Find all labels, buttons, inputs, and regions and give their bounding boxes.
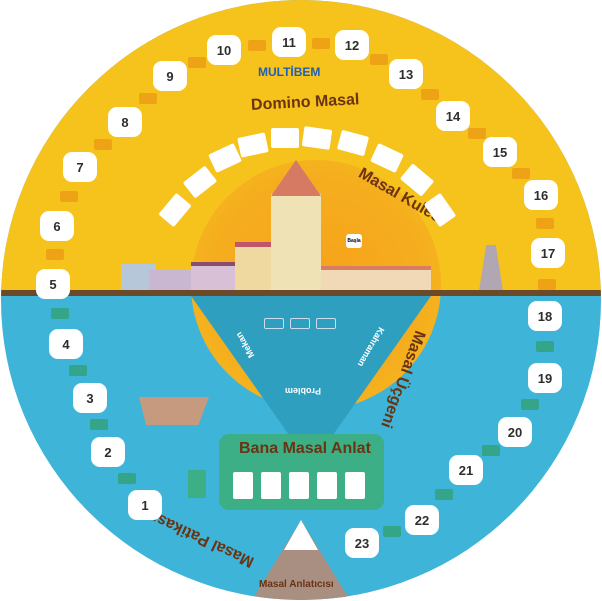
- card-slot[interactable]: [289, 472, 309, 499]
- domino-slot[interactable]: [301, 126, 333, 150]
- board-space-18[interactable]: 18: [530, 303, 560, 329]
- masal-anlaticisi-label: Masal Anlatıcısı: [259, 579, 334, 590]
- path-step: [117, 472, 136, 484]
- ground: [1, 290, 601, 296]
- path-step: [467, 128, 486, 139]
- board-space-16[interactable]: 16: [526, 182, 556, 208]
- path-step: [188, 57, 206, 68]
- ship: [139, 397, 209, 425]
- domino-slot[interactable]: [271, 128, 299, 148]
- board-space-5[interactable]: 5: [38, 271, 68, 297]
- triangle-slot: [290, 318, 310, 329]
- card-slot[interactable]: [317, 472, 337, 499]
- path-step: [435, 489, 453, 500]
- path-step: [370, 53, 388, 65]
- brand-logo: MULTİBEM: [258, 65, 321, 79]
- card-slot[interactable]: [261, 472, 281, 499]
- path-step: [247, 40, 266, 51]
- path-step: [420, 89, 439, 100]
- triangle-slot: [264, 318, 284, 329]
- problem-label: Problem: [285, 386, 322, 396]
- board-space-2[interactable]: 2: [93, 439, 123, 465]
- board-space-6[interactable]: 6: [42, 213, 72, 239]
- town: [111, 160, 441, 292]
- board-space-11[interactable]: 11: [274, 29, 304, 55]
- board-space-21[interactable]: 21: [451, 457, 481, 483]
- mountain-snow: [284, 520, 318, 550]
- path-step: [383, 525, 401, 537]
- path-step: [521, 399, 539, 410]
- board-space-19[interactable]: 19: [530, 365, 560, 391]
- board-space-1[interactable]: 1: [130, 492, 160, 518]
- path-step: [90, 419, 108, 430]
- path-step: [535, 218, 554, 229]
- path-step: [138, 93, 157, 104]
- path-step: [46, 249, 64, 260]
- board-space-7[interactable]: 7: [65, 154, 95, 180]
- path-step: [59, 190, 78, 202]
- path-step: [481, 445, 500, 456]
- path-step: [50, 308, 69, 319]
- board-space-8[interactable]: 8: [110, 109, 140, 135]
- board-space-20[interactable]: 20: [500, 419, 530, 445]
- path-step: [511, 167, 530, 179]
- path-step: [311, 37, 330, 49]
- card-slot[interactable]: [233, 472, 253, 499]
- path-step: [537, 278, 556, 290]
- board-space-3[interactable]: 3: [75, 385, 105, 411]
- path-step: [536, 341, 554, 352]
- board-space-14[interactable]: 14: [438, 103, 468, 129]
- card-deck[interactable]: [188, 470, 206, 498]
- board-space-22[interactable]: 22: [407, 507, 437, 533]
- start-label: Başla: [346, 234, 362, 248]
- masal-patikasi-title: Masal Patikası: [150, 508, 257, 571]
- board-space-13[interactable]: 13: [391, 61, 421, 87]
- bana-masal-anlat-title: Bana Masal Anlat: [239, 440, 371, 457]
- triangle-slot: [316, 318, 336, 329]
- path-step: [69, 365, 87, 376]
- card-slot[interactable]: [345, 472, 365, 499]
- board-space-23[interactable]: 23: [347, 530, 377, 556]
- board-space-4[interactable]: 4: [51, 331, 81, 357]
- board-space-15[interactable]: 15: [485, 139, 515, 165]
- board-space-12[interactable]: 12: [337, 32, 367, 58]
- board-space-17[interactable]: 17: [533, 240, 563, 266]
- path-step: [93, 138, 112, 150]
- bana-masal-anlat-panel: Bana Masal Anlat: [219, 434, 384, 510]
- board-space-9[interactable]: 9: [155, 63, 185, 89]
- board-space-10[interactable]: 10: [209, 37, 239, 63]
